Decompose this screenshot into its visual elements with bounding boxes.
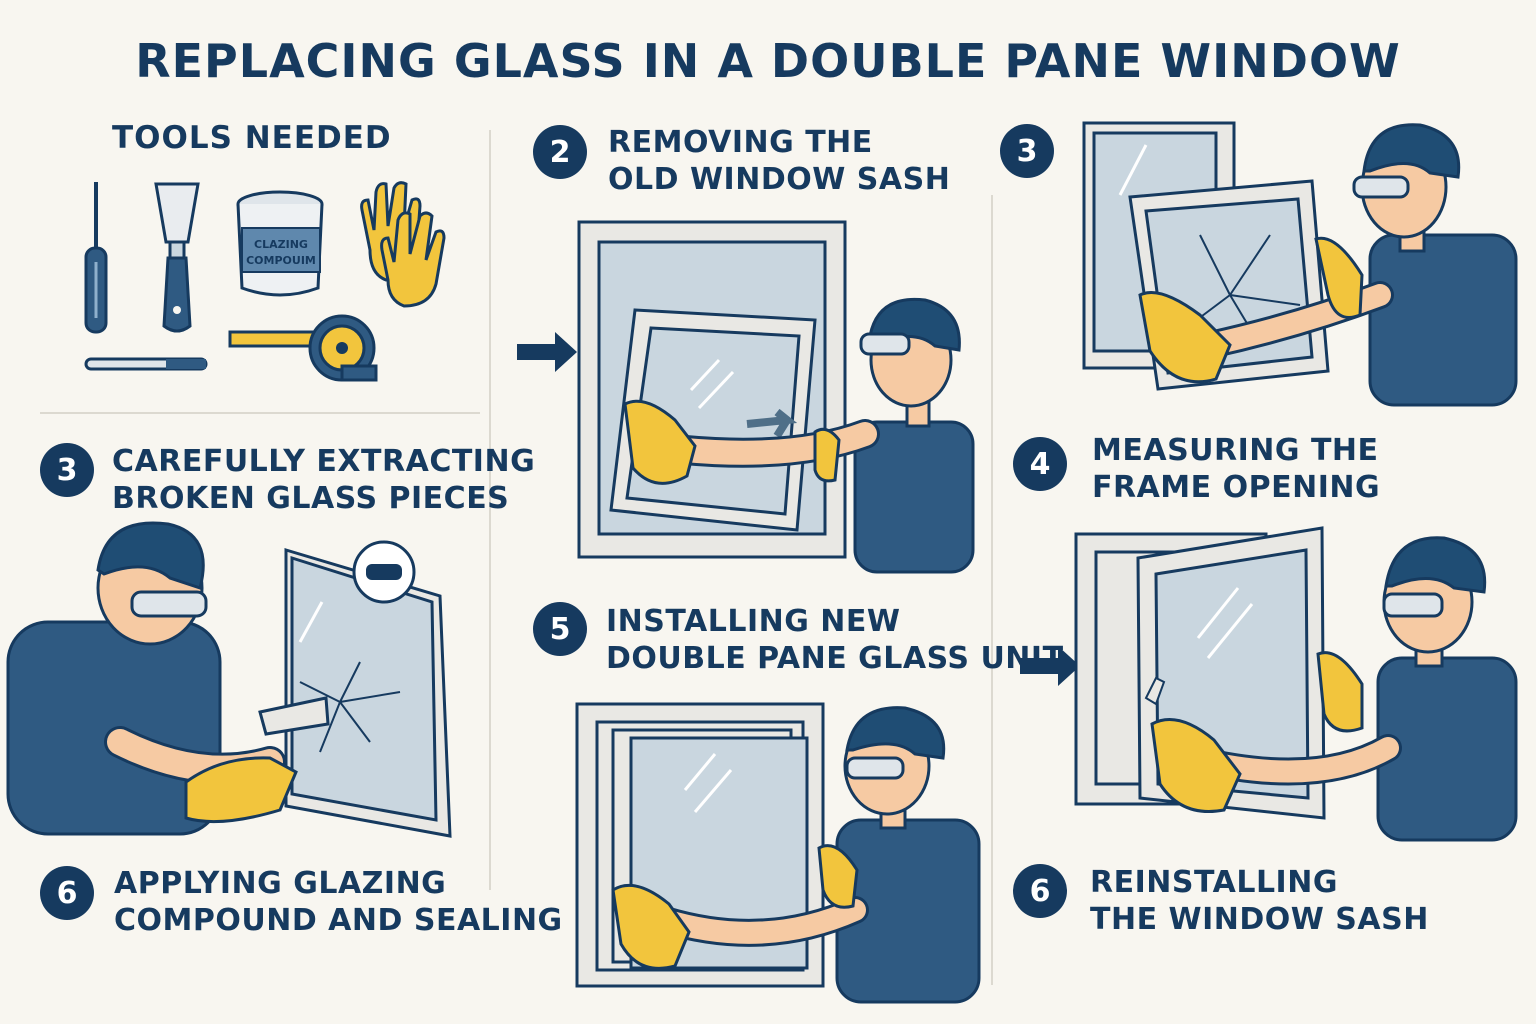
removing-glass-illustration <box>1082 121 1518 407</box>
reinstalling-sash-illustration <box>1020 526 1518 842</box>
extracting-glass-illustration <box>6 521 452 838</box>
step-heading-reinstalling-line1: REINSTALLING <box>1090 865 1338 900</box>
step-heading-applying-line1: APPLYING GLAZING <box>114 866 447 901</box>
tools-heading: TOOLS NEEDED <box>112 120 392 156</box>
arrow-icon <box>517 332 577 372</box>
step-heading-reinstalling-line2: THE WINDOW SASH <box>1090 902 1429 937</box>
step-heading-extracting-line1: CAREFULLY EXTRACTING <box>112 444 536 479</box>
step-heading-applying-line2: COMPOUND AND SEALING <box>114 903 563 938</box>
column-divider-right <box>991 195 993 985</box>
step-number-removing: 2 <box>533 125 587 179</box>
tools-illustration: CLAZING COMPOUIM <box>84 181 446 382</box>
step-number-installing: 5 <box>533 602 587 656</box>
glazing-compound-tub-icon: CLAZING COMPOUIM <box>236 190 324 297</box>
gloves-icon <box>360 181 446 308</box>
step-heading-removing-line2: OLD WINDOW SASH <box>608 162 951 197</box>
arrow-icon <box>1020 646 1080 686</box>
step-number-measuring: 4 <box>1013 437 1067 491</box>
step-number-applying: 6 <box>40 866 94 920</box>
utility-knife-icon <box>84 357 208 371</box>
step-heading-installing-line2: DOUBLE PANE GLASS UNIT <box>606 641 1064 676</box>
compound-label-2: COMPOUIM <box>246 254 316 267</box>
tape-measure-icon <box>228 314 378 382</box>
removing-sash-illustration <box>517 220 975 574</box>
step-number-extracting: 3 <box>40 443 94 497</box>
step-heading-installing-line1: INSTALLING NEW <box>606 604 901 639</box>
step-heading-removing-line1: REMOVING THE <box>608 125 873 160</box>
step-heading-measuring-line1: MEASURING THE <box>1092 433 1379 468</box>
column-divider-left <box>489 130 491 890</box>
installing-glass-illustration <box>575 702 981 1004</box>
step-heading-measuring-line2: FRAME OPENING <box>1092 470 1381 505</box>
step-heading-extracting-line2: BROKEN GLASS PIECES <box>112 481 510 516</box>
page-title: REPLACING GLASS IN A DOUBLE PANE WINDOW <box>135 34 1401 88</box>
step-number-reinstalling: 6 <box>1013 864 1067 918</box>
putty-knife-icon <box>154 182 200 333</box>
tools-divider <box>40 412 480 414</box>
step-number-top-right: 3 <box>1000 124 1054 178</box>
compound-label-1: CLAZING <box>254 238 308 251</box>
screwdriver-icon <box>84 182 108 334</box>
